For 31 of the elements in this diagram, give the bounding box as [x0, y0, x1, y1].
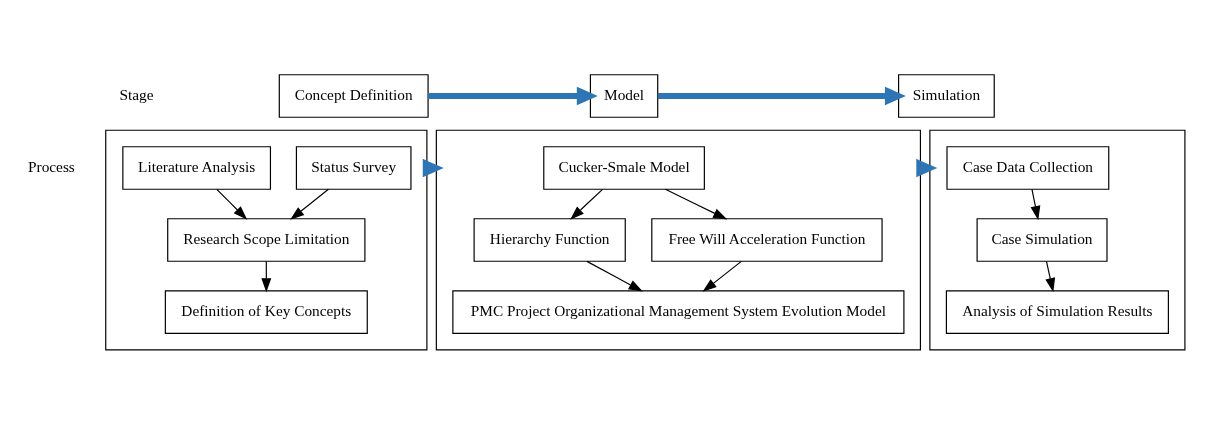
- arrow: [1030, 188, 1041, 221]
- arrow: [290, 188, 329, 220]
- node-box: Case Simulation: [976, 218, 1108, 262]
- cluster: [105, 129, 428, 351]
- node-box: Research Scope Limitation: [167, 218, 366, 262]
- node-box: Model: [589, 74, 659, 118]
- label: Stage: [119, 85, 154, 103]
- arrow: [422, 158, 444, 178]
- node-box: Concept Definition: [278, 74, 429, 118]
- arrow: [702, 260, 742, 292]
- label: Process: [28, 158, 75, 176]
- node-box: Literature Analysis: [122, 146, 272, 190]
- arrow: [586, 260, 643, 292]
- node-box: Free Will Acceleration Function: [651, 218, 883, 262]
- arrow: [216, 188, 248, 220]
- node-box: Simulation: [898, 74, 995, 118]
- cluster: [435, 129, 921, 351]
- node-box: PMC Project Organizational Management System Evolution Model: [452, 290, 905, 334]
- arrow: [428, 86, 598, 106]
- node-box: Analysis of Simulation Results: [945, 290, 1169, 334]
- arrow: [570, 188, 604, 220]
- node-box: Definition of Key Concepts: [164, 290, 368, 334]
- arrow: [916, 158, 938, 178]
- arrow: [1045, 260, 1056, 293]
- node-box: Case Data Collection: [946, 146, 1110, 190]
- arrow: [664, 188, 728, 220]
- node-box: Cucker-Smale Model: [543, 146, 705, 190]
- node-box: Hierarchy Function: [473, 218, 626, 262]
- cluster: [929, 129, 1186, 351]
- node-box: Status Survey: [295, 146, 412, 190]
- arrow: [657, 86, 906, 106]
